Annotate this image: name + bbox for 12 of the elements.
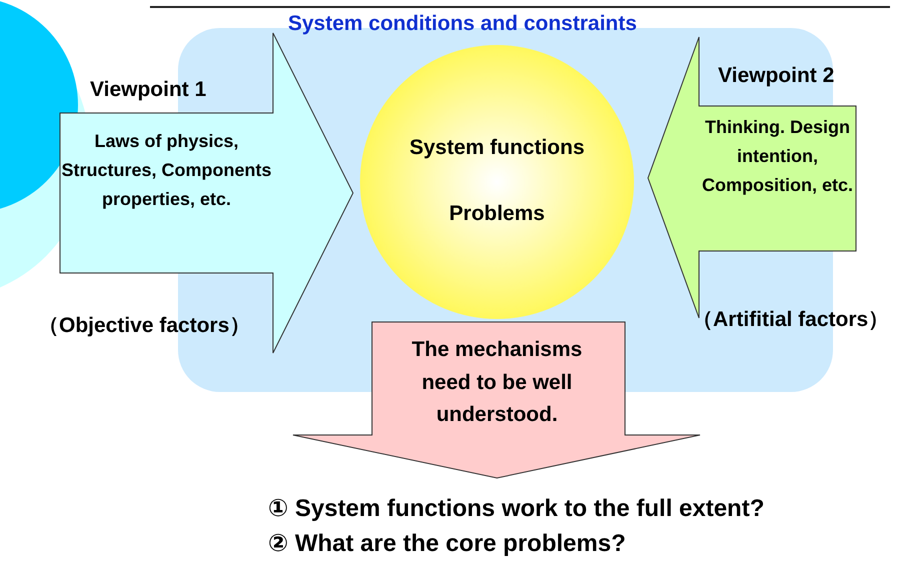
- arrow-text: The mechanisms need to be well understood.: [410, 337, 584, 428]
- panel-title: System conditions and constraints: [288, 12, 637, 36]
- viewpoint-label: Viewpoint 1: [90, 77, 206, 103]
- factor-label: （Artifitial factors）: [692, 307, 890, 333]
- factor-label: （Objective factors）: [38, 313, 250, 339]
- question-text: ① System functions work to the full extent?: [268, 494, 764, 523]
- arrow-text: Laws of physics, Structures, Components properties, etc.: [60, 130, 273, 211]
- arrow-text: Thinking. Design intention, Composition, etc.: [701, 116, 854, 197]
- viewpoint-label: Viewpoint 2: [718, 63, 834, 89]
- circle-text: Problems: [448, 201, 546, 227]
- question-text: ② What are the core problems?: [268, 529, 626, 558]
- circle-text: System functions: [408, 135, 586, 161]
